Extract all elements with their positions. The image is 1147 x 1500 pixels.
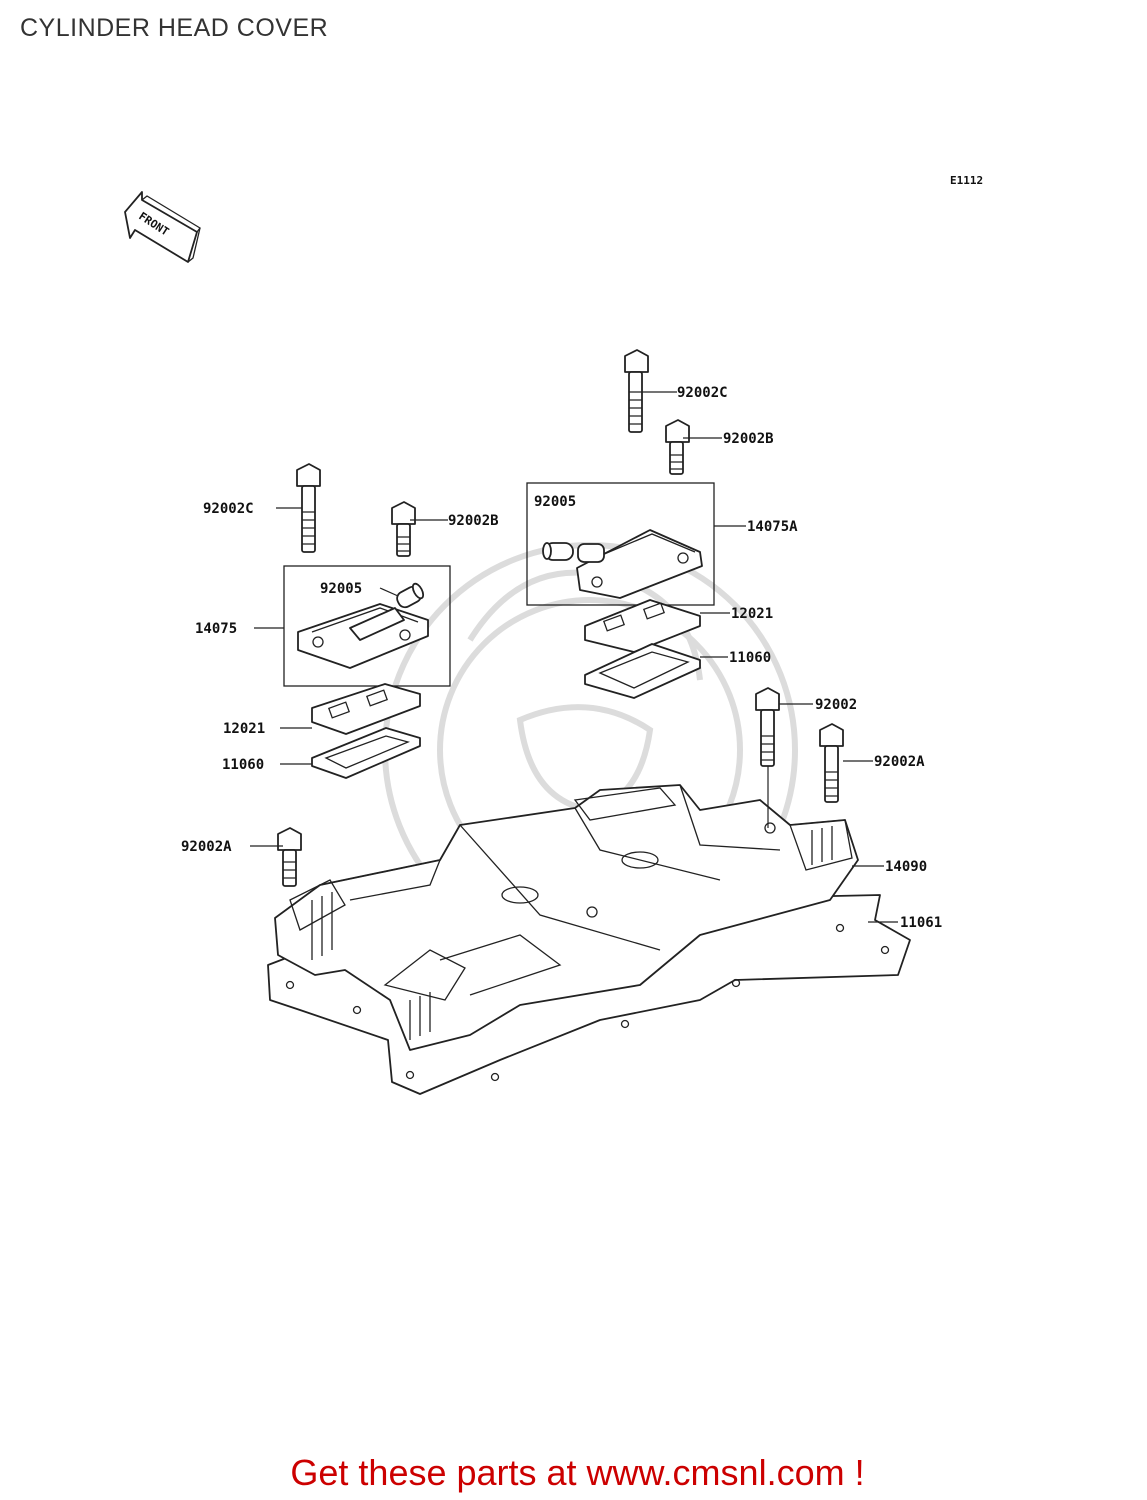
callout-14090[interactable]: 14090: [885, 859, 927, 875]
callout-92002c-left[interactable]: 92002C: [203, 501, 254, 517]
bolt-92002b-left: [391, 501, 416, 557]
callout-12021-left[interactable]: 12021: [223, 721, 265, 737]
callout-92002a-right[interactable]: 92002A: [874, 754, 925, 770]
bolt-92002a-left: [277, 827, 302, 887]
footer-cta-link[interactable]: Get these parts at www.cmsnl.com !: [0, 1452, 1147, 1494]
bolt-92002-right: [755, 687, 780, 767]
breather-assembly-14075: [283, 565, 451, 687]
callout-92005-right[interactable]: 92005: [534, 494, 576, 510]
breather-tube-92005-right: [542, 542, 574, 561]
gasket-11060-left: [311, 727, 421, 779]
callout-11061[interactable]: 11061: [900, 915, 942, 931]
callout-11060-left[interactable]: 11060: [222, 757, 264, 773]
callout-12021-right[interactable]: 12021: [731, 606, 773, 622]
callout-92002[interactable]: 92002: [815, 697, 857, 713]
callout-14075a[interactable]: 14075A: [747, 519, 798, 535]
callout-14075[interactable]: 14075: [195, 621, 237, 637]
footer-cta-text: Get these parts at www.cmsnl.com !: [290, 1452, 865, 1493]
cylinder-head-cover-14090: [274, 784, 859, 1051]
leader-lines: [250, 391, 898, 923]
callout-92002a-left[interactable]: 92002A: [181, 839, 232, 855]
plate-12021-left: [311, 683, 421, 735]
breather-assembly-14075a: [526, 482, 715, 606]
page-title: CYLINDER HEAD COVER: [20, 14, 329, 42]
breather-cover-14075a: [576, 529, 703, 599]
callout-92005-left[interactable]: 92005: [320, 581, 362, 597]
breather-cover-14075: [297, 603, 429, 669]
bolt-92002c-top: [624, 349, 649, 433]
callout-11060-right[interactable]: 11060: [729, 650, 771, 666]
bolt-92002c-left: [296, 463, 321, 553]
bolt-92002a-right: [819, 723, 844, 803]
front-arrow-icon: FRONT: [124, 191, 201, 263]
callout-92002c-top[interactable]: 92002C: [677, 385, 728, 401]
gasket-11060-right: [584, 643, 701, 699]
callout-92002b-top[interactable]: 92002B: [723, 431, 774, 447]
callout-92002b-left[interactable]: 92002B: [448, 513, 499, 529]
plate-12021-right: [584, 599, 701, 653]
diagram-code: E1112: [950, 174, 983, 187]
breather-tube-92005-left: [396, 582, 425, 609]
bolt-92002b-top: [665, 419, 690, 475]
